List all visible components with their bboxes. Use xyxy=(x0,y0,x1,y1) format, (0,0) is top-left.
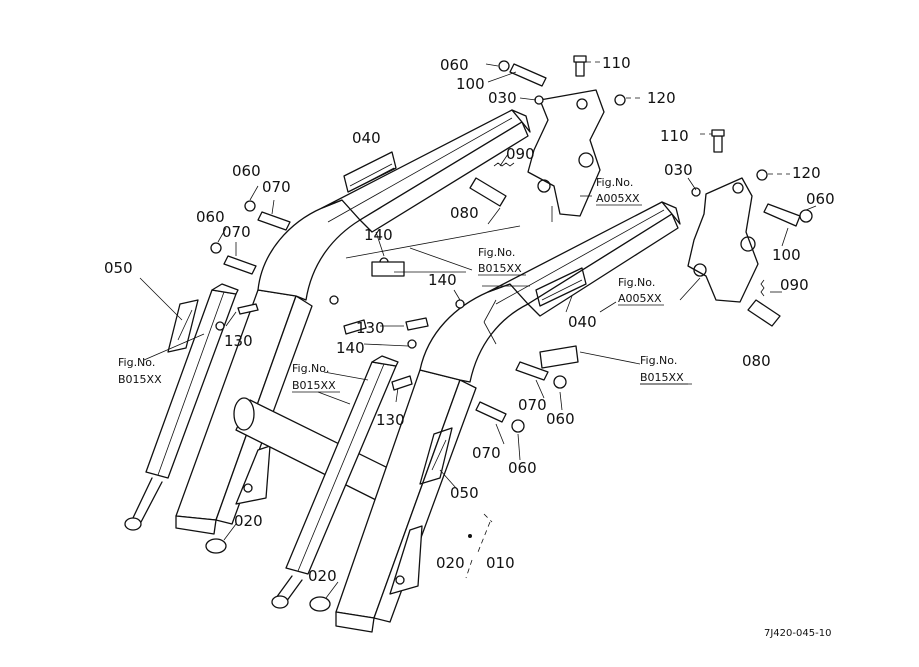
callout-060: 060 xyxy=(440,56,469,74)
callout-060: 060 xyxy=(546,410,575,428)
fig-ref-code: A005XX xyxy=(596,192,640,205)
callout-040: 040 xyxy=(568,313,597,331)
drawing-code: 7J420-045-10 xyxy=(764,628,831,639)
fig-ref-code: B015XX xyxy=(478,262,522,275)
fig-ref-label: Fig.No. xyxy=(292,362,329,375)
fig-ref-code: B015XX xyxy=(118,373,162,386)
callout-030: 030 xyxy=(488,89,517,107)
fig-ref-label: Fig.No. xyxy=(118,356,155,369)
callout-060: 060 xyxy=(508,459,537,477)
bucket-bracket-right xyxy=(687,177,759,303)
fig-ref-label: Fig.No. xyxy=(618,276,655,289)
fig-ref-code: B015XX xyxy=(292,379,336,392)
callout-110: 110 xyxy=(602,54,631,72)
callout-050: 050 xyxy=(104,259,133,277)
callout-020: 020 xyxy=(436,554,465,572)
fig-ref-label: Fig.No. xyxy=(596,176,633,189)
callout-120: 120 xyxy=(647,89,676,107)
figure-references: Fig.No. A005XX Fig.No. B015XX Fig.No. A0… xyxy=(118,176,688,393)
callout-040: 040 xyxy=(352,129,381,147)
callout-020: 020 xyxy=(308,567,337,585)
callout-130: 130 xyxy=(224,332,253,350)
callout-100: 100 xyxy=(772,246,801,264)
bucket-bracket-left xyxy=(527,89,605,222)
callout-140: 140 xyxy=(428,271,457,289)
leader-lines xyxy=(139,61,817,599)
callout-030: 030 xyxy=(664,161,693,179)
callout-100: 100 xyxy=(456,75,485,93)
callout-080: 080 xyxy=(742,352,771,370)
callout-130: 130 xyxy=(376,411,405,429)
callout-060: 060 xyxy=(232,162,261,180)
callout-090: 090 xyxy=(780,276,809,294)
fig-ref-code: B015XX xyxy=(640,371,684,384)
callout-070: 070 xyxy=(262,178,291,196)
callout-060: 060 xyxy=(196,208,225,226)
callout-130: 130 xyxy=(356,319,385,337)
fig-ref-label: Fig.No. xyxy=(478,246,515,259)
callout-070: 070 xyxy=(222,223,251,241)
callout-070: 070 xyxy=(518,396,547,414)
callout-140: 140 xyxy=(336,339,365,357)
fig-ref-label: Fig.No. xyxy=(640,354,677,367)
fig-ref-code: A005XX xyxy=(618,292,662,305)
callout-060: 060 xyxy=(806,190,835,208)
callout-050: 050 xyxy=(450,484,479,502)
right-boom-arm xyxy=(335,201,681,633)
right-cylinder xyxy=(271,355,399,609)
callout-070: 070 xyxy=(472,444,501,462)
callout-010: 010 xyxy=(486,554,515,572)
callout-120: 120 xyxy=(792,164,821,182)
callout-080: 080 xyxy=(450,204,479,222)
callout-090: 090 xyxy=(506,145,535,163)
left-cylinder xyxy=(124,283,239,531)
callout-140: 140 xyxy=(364,226,393,244)
callout-020: 020 xyxy=(234,512,263,530)
callout-labels: 060 100 030 110 120 090 040 060 070 060 … xyxy=(104,54,835,585)
fasteners xyxy=(167,55,813,612)
callout-110: 110 xyxy=(660,127,689,145)
